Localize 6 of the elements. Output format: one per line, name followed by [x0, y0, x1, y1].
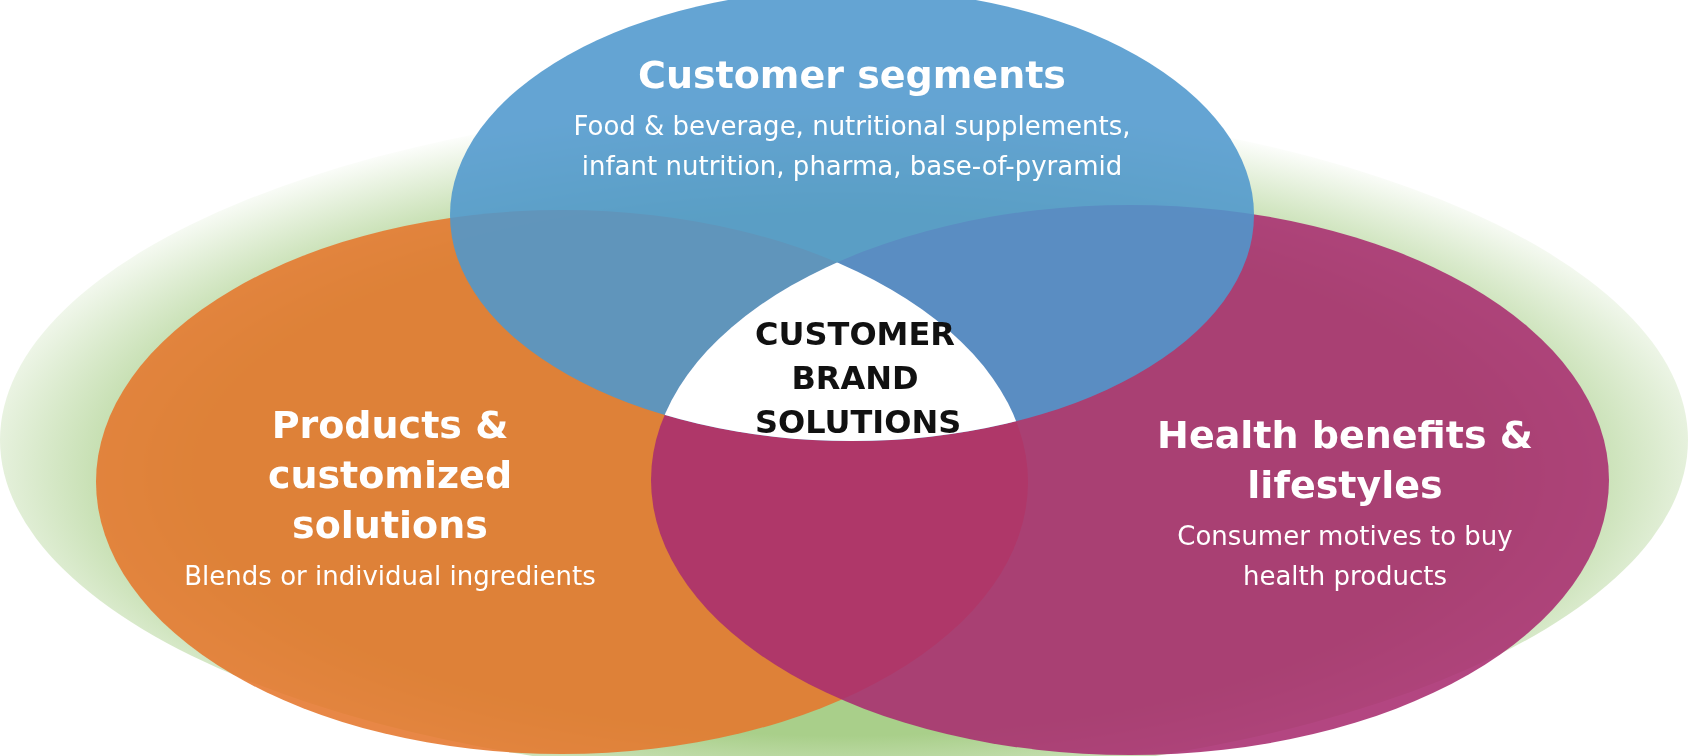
description-text: Consumer motives to buy health products [1176, 520, 1514, 593]
description-text: Blends or individual ingredients [183, 560, 597, 593]
heading-text: Products & customized solutions [266, 402, 514, 549]
description-text: Food & beverage, nutritional supplements, infant nutrition, pharma, base-of-pyramid [572, 110, 1132, 183]
heading-text: Health benefits & lifestyles [1156, 412, 1534, 509]
heading-text: Customer segments [637, 52, 1067, 99]
